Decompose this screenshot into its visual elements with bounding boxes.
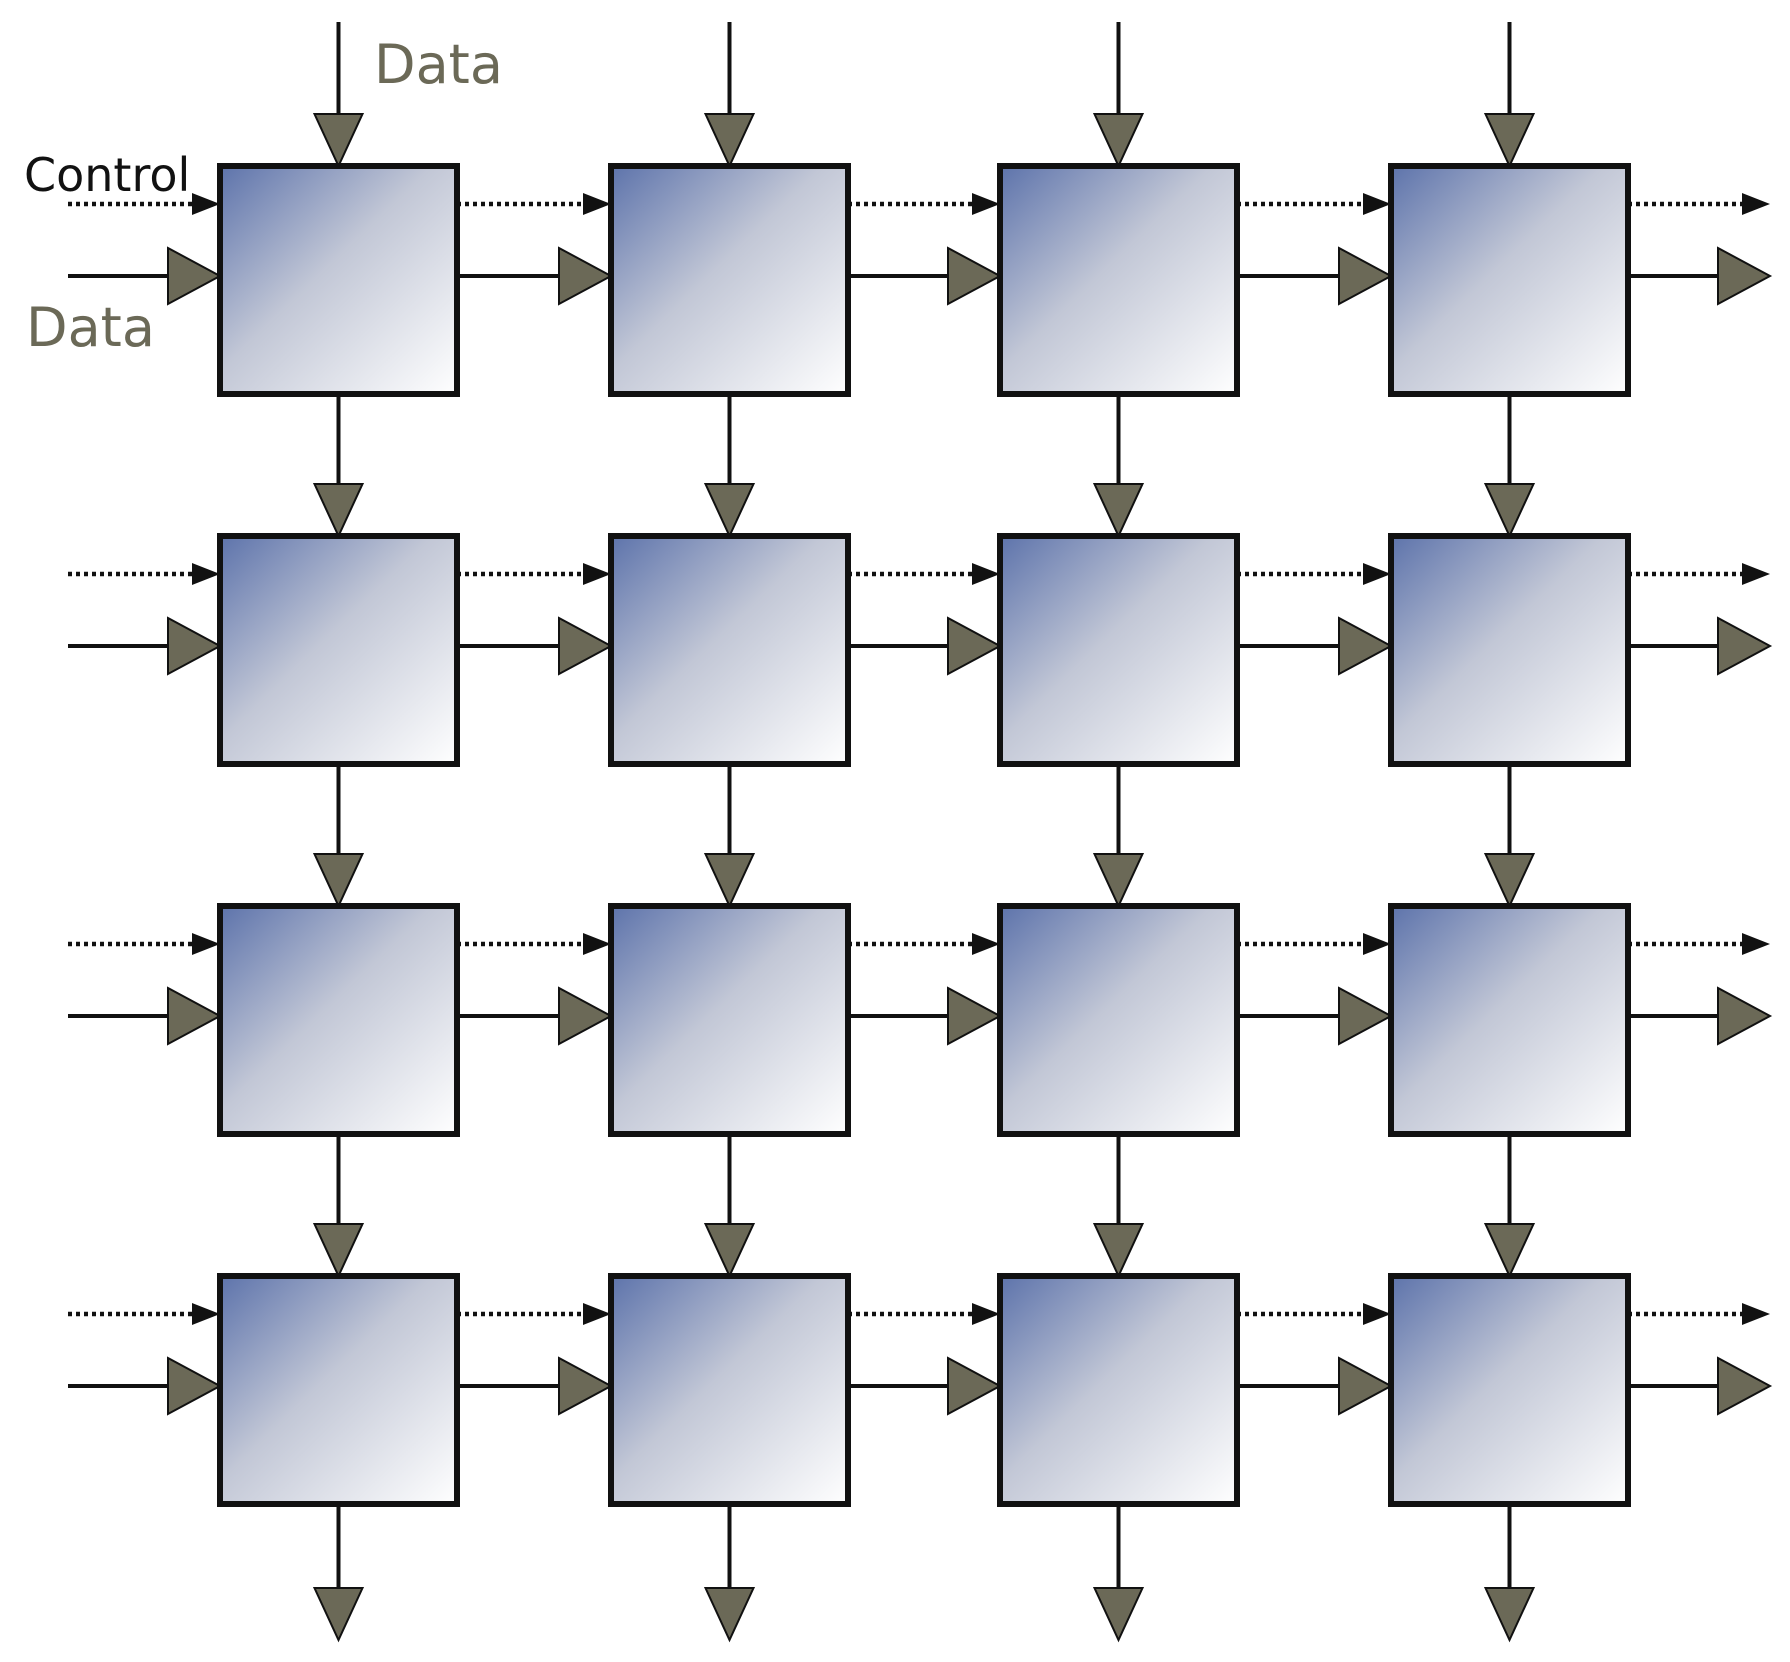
data-arrow-triangle-icon	[1092, 853, 1145, 909]
label-layer: Data Control Data	[24, 33, 503, 359]
connection-layer	[68, 22, 1773, 1643]
processing-element	[1388, 163, 1631, 397]
control-arrow-icon	[1363, 563, 1391, 585]
control-arrow-icon	[192, 933, 220, 955]
data-arrow-triangle-icon	[703, 483, 756, 539]
data-arrow-triangle-icon	[167, 1356, 223, 1416]
processing-element	[997, 533, 1240, 767]
processing-element	[997, 1273, 1240, 1507]
data-arrow-triangle-icon	[312, 113, 365, 169]
processing-element	[608, 533, 851, 767]
data-arrow-triangle-icon	[1483, 113, 1536, 169]
processing-element	[217, 1273, 460, 1507]
data-arrow-triangle-icon	[1338, 1356, 1394, 1416]
processing-element	[608, 1273, 851, 1507]
control-arrow-icon	[972, 933, 1000, 955]
data-arrow-triangle-icon	[167, 246, 223, 306]
data-arrow-triangle-icon	[1092, 1587, 1145, 1643]
control-arrow-icon	[1742, 933, 1770, 955]
control-arrow-icon	[583, 933, 611, 955]
data-arrow-triangle-icon	[1338, 616, 1394, 676]
data-arrow-triangle-icon	[312, 853, 365, 909]
processing-element	[217, 903, 460, 1137]
data-arrow-triangle-icon	[1717, 986, 1773, 1046]
processing-element	[1388, 1273, 1631, 1507]
processing-element	[217, 533, 460, 767]
data-arrow-triangle-icon	[947, 616, 1003, 676]
processing-element	[1388, 533, 1631, 767]
control-arrow-icon	[1742, 563, 1770, 585]
data-arrow-triangle-icon	[1483, 483, 1536, 539]
data-arrow-triangle-icon	[558, 986, 614, 1046]
control-arrow-icon	[192, 563, 220, 585]
data-arrow-triangle-icon	[703, 113, 756, 169]
processing-element	[608, 163, 851, 397]
data-arrow-triangle-icon	[167, 616, 223, 676]
data-arrow-triangle-icon	[558, 1356, 614, 1416]
processing-element	[997, 163, 1240, 397]
data-arrow-triangle-icon	[1092, 483, 1145, 539]
processing-element	[1388, 903, 1631, 1137]
control-arrow-icon	[1363, 1303, 1391, 1325]
data-arrow-triangle-icon	[312, 483, 365, 539]
data-arrow-triangle-icon	[947, 986, 1003, 1046]
control-arrow-icon	[192, 193, 220, 215]
data-arrow-triangle-icon	[703, 1587, 756, 1643]
data-arrow-triangle-icon	[1717, 246, 1773, 306]
control-arrow-icon	[583, 193, 611, 215]
data-arrow-triangle-icon	[1483, 1587, 1536, 1643]
processing-element-layer	[217, 163, 1631, 1507]
data-arrow-triangle-icon	[1338, 246, 1394, 306]
processing-element	[997, 903, 1240, 1137]
data-arrow-triangle-icon	[1092, 1223, 1145, 1279]
data-arrow-triangle-icon	[1338, 986, 1394, 1046]
control-label: Control	[24, 148, 190, 202]
data-arrow-triangle-icon	[167, 986, 223, 1046]
control-arrow-icon	[583, 563, 611, 585]
control-arrow-icon	[1363, 933, 1391, 955]
data-arrow-triangle-icon	[312, 1587, 365, 1643]
control-arrow-icon	[1363, 193, 1391, 215]
control-arrow-icon	[583, 1303, 611, 1325]
data-arrow-triangle-icon	[558, 616, 614, 676]
data-arrow-triangle-icon	[947, 246, 1003, 306]
data-left-label: Data	[26, 296, 155, 359]
data-top-label: Data	[374, 33, 503, 96]
data-arrow-triangle-icon	[1717, 1356, 1773, 1416]
data-arrow-triangle-icon	[312, 1223, 365, 1279]
data-arrow-triangle-icon	[947, 1356, 1003, 1416]
control-arrow-icon	[1742, 193, 1770, 215]
data-arrow-triangle-icon	[703, 1223, 756, 1279]
control-arrow-icon	[972, 1303, 1000, 1325]
control-arrow-icon	[1742, 1303, 1770, 1325]
data-arrow-triangle-icon	[1483, 853, 1536, 909]
control-arrow-icon	[192, 1303, 220, 1325]
data-arrow-triangle-icon	[1483, 1223, 1536, 1279]
data-arrow-triangle-icon	[1092, 113, 1145, 169]
processing-element	[217, 163, 460, 397]
processing-element	[608, 903, 851, 1137]
control-arrow-icon	[972, 563, 1000, 585]
data-arrow-triangle-icon	[703, 853, 756, 909]
data-arrow-triangle-icon	[558, 246, 614, 306]
data-arrow-triangle-icon	[1717, 616, 1773, 676]
control-arrow-icon	[972, 193, 1000, 215]
